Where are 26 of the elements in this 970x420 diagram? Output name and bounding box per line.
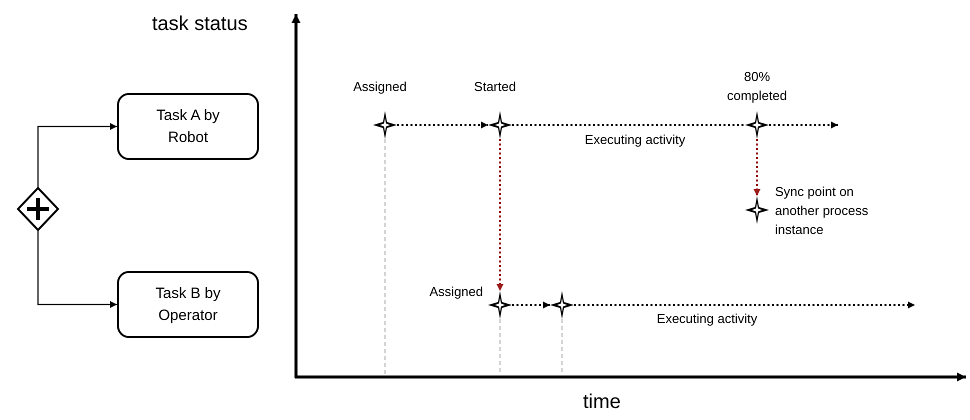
axis-label: time	[583, 390, 621, 415]
arrow	[512, 302, 550, 308]
milestone-label: Started	[473, 78, 517, 96]
milestone-star-icon	[488, 111, 512, 139]
milestone-star-icon	[373, 111, 397, 139]
edge-label: Executing activity	[584, 131, 686, 149]
milestone-star-icon	[745, 111, 769, 139]
arrow	[574, 302, 915, 308]
arrow	[754, 139, 760, 196]
task-box: Task B by Operator	[117, 271, 259, 338]
milestone-label: Sync point on another process instance	[775, 183, 870, 239]
arrow	[37, 230, 117, 308]
axis-label: task status	[152, 12, 248, 37]
task-box: Task A by Robot	[117, 93, 259, 160]
arrow	[397, 122, 488, 128]
milestone-label: Assigned	[352, 78, 408, 96]
gateway-diamond	[16, 186, 60, 232]
arrow	[769, 122, 838, 128]
arrow	[37, 123, 117, 188]
milestone-star-icon	[745, 196, 769, 224]
milestone-star-icon	[550, 291, 574, 319]
milestone-label: 80% completed	[726, 68, 788, 105]
milestone-label: Assigned	[428, 283, 483, 301]
edge-label: Executing activity	[656, 310, 758, 328]
milestone-star-icon	[488, 291, 512, 319]
arrow	[496, 139, 504, 291]
